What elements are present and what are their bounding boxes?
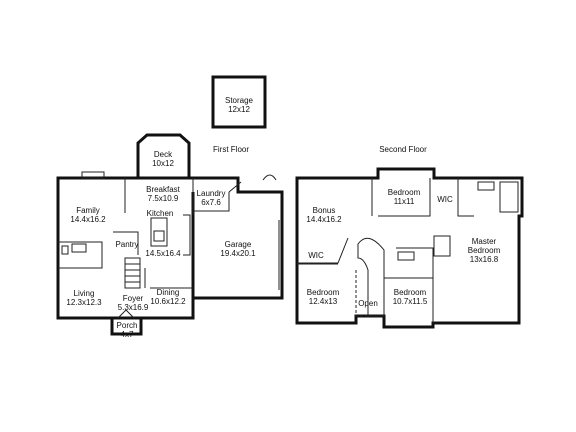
room-size: 7.5x10.9 [147,194,179,203]
room-size: 13x16.8 [469,255,499,264]
room-kitchen-size: 14.5x16.4 [145,249,181,258]
room-size: 6x7.6 [201,198,221,207]
room-foyer: Foyer 5.3x16.9 [118,294,149,312]
deck-outline [136,133,191,178]
room-size: 19.4x20.1 [220,249,256,258]
garage-door-arc [262,174,277,181]
room-name-line2: Bedroom [467,246,501,255]
second-floor-outline [295,167,524,329]
room-size: 14.4x16.2 [70,215,106,224]
master-tub [499,181,519,213]
porch-door [117,309,135,319]
first-floor-outline [56,176,284,320]
room-name: Kitchen [146,209,174,218]
storage-outline [211,75,267,129]
room-name: Deck [153,150,173,159]
room-size: 10.7x11.5 [392,297,428,306]
room-name: Bonus [312,206,336,215]
kitchen-sink [153,230,165,242]
room-size: 10x12 [152,159,174,168]
porch-outline [110,318,143,336]
pantry-walls [113,231,139,255]
room-size: 12.4x13 [308,297,338,306]
room-bedroom-right: Bedroom 10.7x11.5 [393,288,428,306]
room-bonus: Bonus 14.4x16.2 [306,206,341,224]
room-name: Dining [156,288,180,297]
dining-wall [144,268,193,289]
room-kitchen: Kitchen [147,209,174,218]
room-storage: Storage 12x12 [225,96,253,114]
powder-room [58,241,103,269]
master-vanity [477,181,495,191]
room-name: Garage [224,240,252,249]
fireplace [81,171,105,179]
room-wic-left: WIC [308,251,324,260]
room-family: Family 14.4x16.2 [70,206,105,224]
room-size: 12x12 [228,105,250,114]
room-master: Master Bedroom 13x16.8 [468,237,500,264]
room-garage: Garage 19.4x20.1 [220,240,255,258]
room-size: 14.4x16.2 [306,215,342,224]
wic-top-walls [457,178,474,217]
room-bedroom-top: Bedroom 11x11 [388,188,420,206]
room-open: Open [358,299,378,308]
room-wic-top: WIC [437,195,453,204]
main-stairs [124,257,141,289]
laundry-walls [192,178,230,215]
room-name: Bedroom [393,288,427,297]
room-size: 11x11 [393,197,415,206]
room-size: 4x7 [120,330,134,339]
room-name: Living [73,289,95,298]
bedroom-top-walls [378,178,431,217]
room-name: Breakfast [146,185,180,194]
open-area [355,270,384,317]
room-dining: Dining 10.6x12.2 [150,288,185,306]
room-breakfast: Breakfast 7.5x10.9 [146,185,180,203]
room-pantry: Pantry [115,240,139,249]
room-name: Bedroom [387,188,421,197]
room-laundry: Laundry 6x7.6 [197,189,226,207]
room-bedroom-left: Bedroom 12.4x13 [307,288,339,306]
bonus-bedroom-wall [297,178,373,264]
kitchen-counter [183,214,191,256]
room-name: Bedroom [306,288,340,297]
hall-sink [397,251,415,261]
room-name: Storage [224,96,254,105]
room-name: Master [471,237,497,246]
second-floor-title: Second Floor [379,145,427,154]
room-size: 10.6x12.2 [150,297,186,306]
room-name: Laundry [196,189,226,198]
room-living: Living 12.3x12.3 [66,289,101,307]
room-deck: Deck 10x12 [152,150,174,168]
toilet-1 [61,245,69,255]
room-name: Family [76,206,100,215]
garage-door-swing [228,181,242,193]
kitchen-island [150,217,168,247]
room-name: Foyer [122,294,144,303]
sink-1 [71,243,87,253]
room-size: 12.3x12.3 [66,298,102,307]
room-size: 5.3x16.9 [117,303,149,312]
room-name: Porch [116,321,138,330]
bedroom-right-wall [384,277,434,323]
first-floor-title: First Floor [213,145,249,154]
room-porch: Porch 4x7 [117,321,138,339]
hall-shower [433,235,451,257]
